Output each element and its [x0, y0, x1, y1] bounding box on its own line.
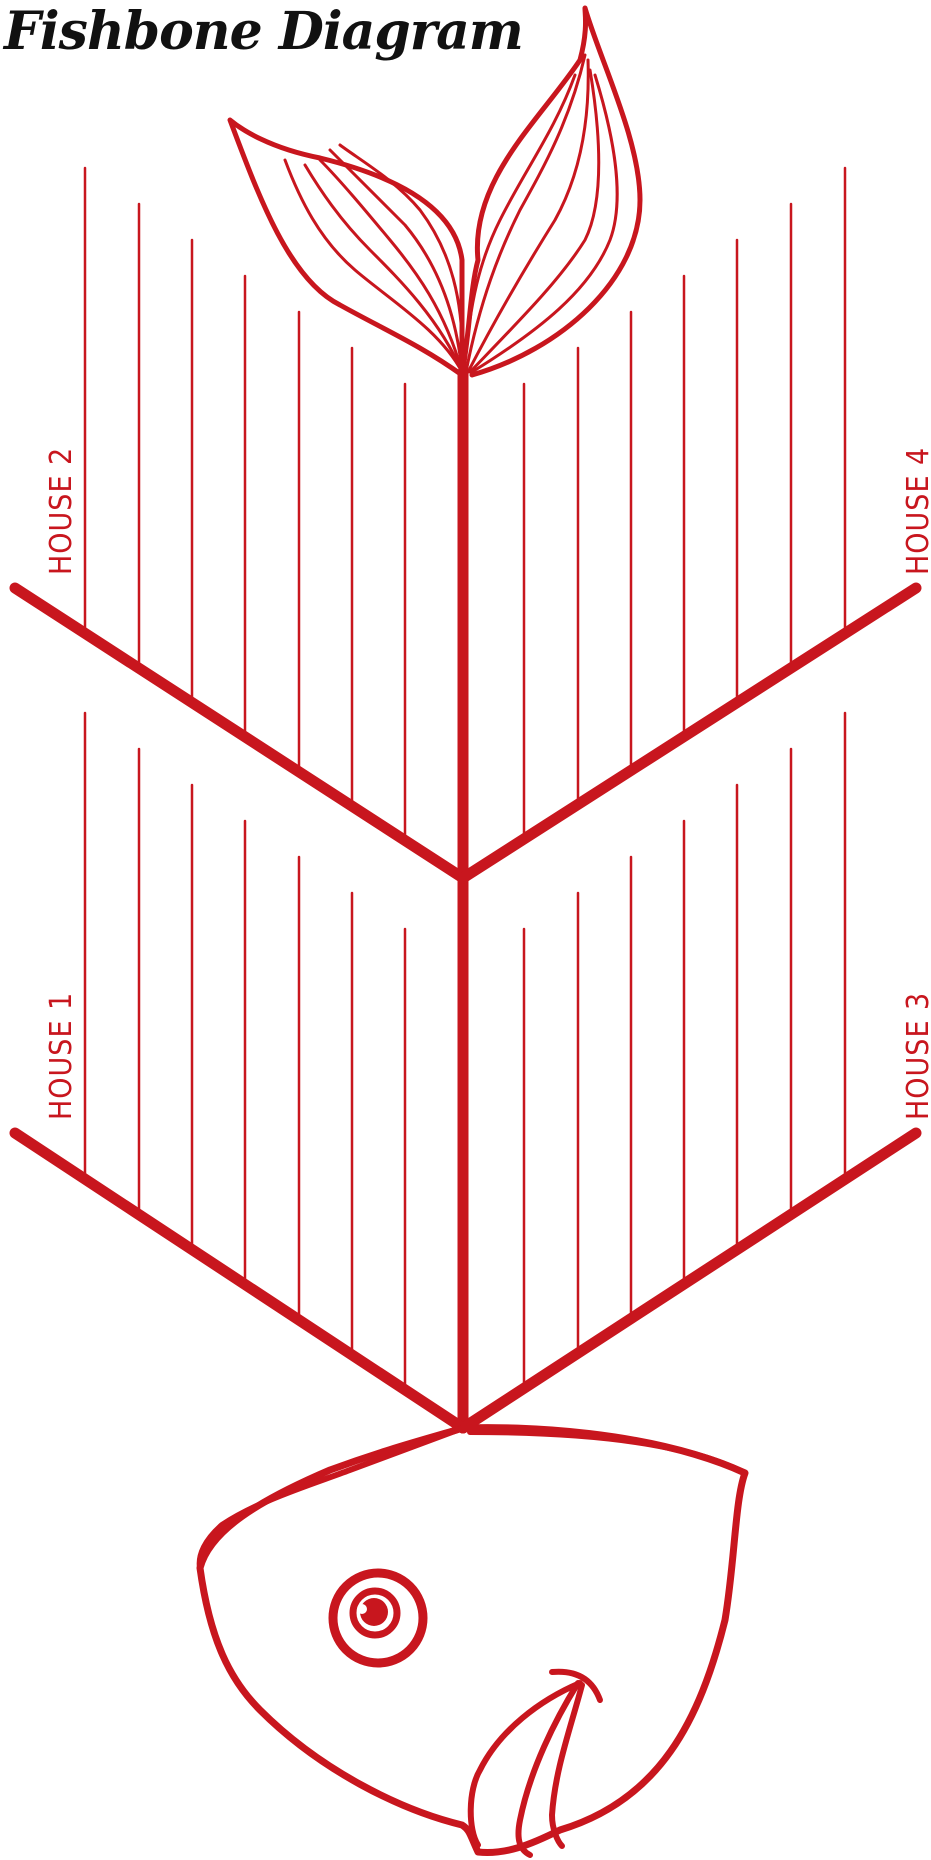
label-house4: HOUSE 4: [901, 447, 931, 575]
rib-house4: [463, 588, 916, 878]
fish-mouth: [471, 1672, 600, 1855]
rib-house1: [15, 1133, 463, 1428]
rib-house3: [463, 1133, 916, 1428]
label-house3: HOUSE 3: [901, 992, 931, 1120]
category-labels: HOUSE 1 HOUSE 2 HOUSE 3 HOUSE 4: [44, 447, 931, 1120]
eye-highlight: [357, 1604, 367, 1614]
rib-house2: [15, 588, 463, 878]
label-house2: HOUSE 2: [44, 447, 79, 575]
label-house1: HOUSE 1: [44, 992, 79, 1120]
fish-tail: [230, 8, 640, 375]
fish-eye: [333, 1573, 423, 1663]
